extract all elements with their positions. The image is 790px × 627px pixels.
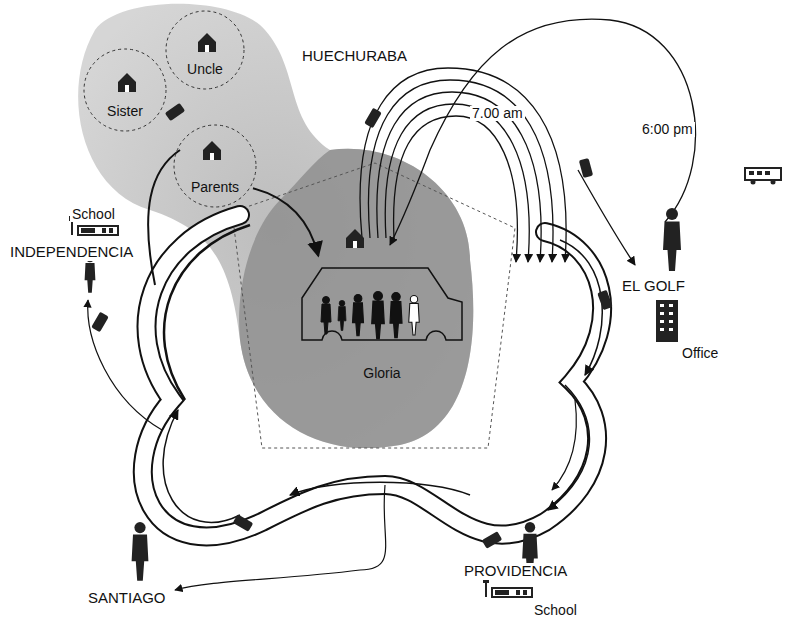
district-name: HUECHURABA <box>300 48 409 65</box>
home-circle: Uncle <box>165 10 245 90</box>
home-circle: Parents <box>173 124 257 208</box>
node-outline <box>165 10 245 90</box>
district-name: PROVIDENCIA <box>462 563 569 580</box>
district-name: EL GOLF <box>620 278 687 295</box>
place-label: Office <box>680 346 720 361</box>
node-label: Uncle <box>165 62 245 77</box>
node-label: Gloria <box>298 366 466 381</box>
node-label: Parents <box>173 180 257 195</box>
place-label: School <box>532 603 579 618</box>
district-name: SANTIAGO <box>86 590 168 607</box>
time-label: 6:00 pm <box>640 122 695 137</box>
travel-arrow <box>253 188 318 256</box>
node-label: Sister <box>83 104 167 119</box>
node-outline <box>173 124 257 208</box>
district-name: INDEPENDENCIA <box>8 244 135 261</box>
place-label: School <box>70 207 117 222</box>
home-circle: Sister <box>83 48 167 132</box>
node-outline <box>83 48 167 132</box>
family-car-node: Gloria <box>298 258 466 386</box>
time-label: 7.00 am <box>470 106 525 121</box>
